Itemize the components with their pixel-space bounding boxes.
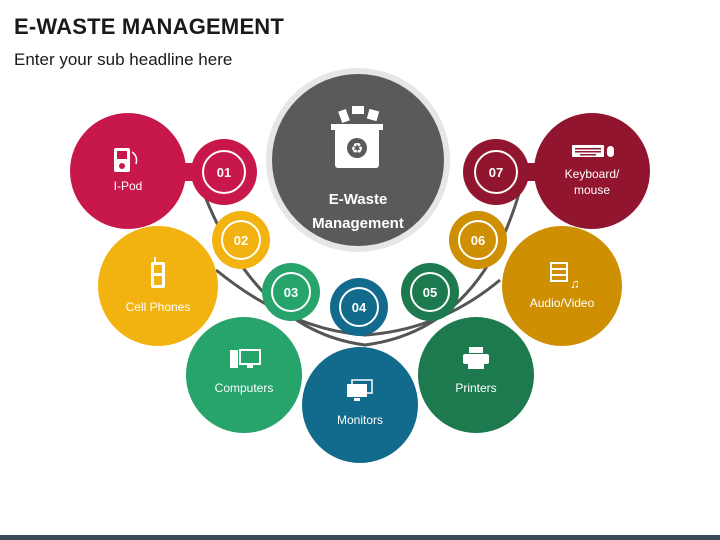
item-ipod: 01 I-Pod — [70, 113, 257, 229]
number-badge — [212, 211, 270, 269]
page-subtitle: Enter your sub headline here — [14, 50, 233, 69]
number-badge — [463, 139, 529, 205]
item-label: I-Pod — [114, 179, 143, 193]
number-label: 07 — [489, 165, 503, 180]
item-computers: 03 Computers — [186, 263, 320, 433]
item-circle — [502, 226, 622, 346]
item-keyboard-mouse: 07 Keyboard/ mouse — [463, 113, 650, 229]
number-badge — [449, 211, 507, 269]
center-label-line2: Management — [312, 215, 404, 232]
item-label: Monitors — [337, 413, 383, 427]
bottom-bar — [0, 535, 720, 540]
number-label: 06 — [471, 233, 485, 248]
item-circle — [302, 347, 418, 463]
number-badge — [191, 139, 257, 205]
item-label: Audio/Video — [530, 296, 595, 310]
ipod-icon — [114, 148, 138, 172]
center-node: ♻ E-Waste Management — [266, 68, 450, 252]
number-badge — [262, 263, 320, 321]
item-cell-phones: 02 Cell Phones — [98, 211, 270, 346]
item-audio-video: 06 ♫ Audio/Video — [449, 211, 622, 346]
item-label: Printers — [455, 381, 496, 395]
number-badge — [330, 278, 388, 336]
number-badge — [401, 263, 459, 321]
item-monitors: 04 Monitors — [302, 278, 418, 463]
number-label: 05 — [423, 285, 437, 300]
center-label-line1: E-Waste — [329, 191, 388, 208]
item-printers: 05 Printers — [401, 263, 534, 433]
page-title: E-WASTE MANAGEMENT — [14, 14, 285, 39]
svg-text:♻: ♻ — [351, 140, 364, 156]
number-label: 03 — [284, 285, 298, 300]
monitor-icon — [347, 379, 373, 401]
printer-icon — [463, 347, 489, 369]
item-circle — [534, 113, 650, 229]
item-label-line2: mouse — [574, 183, 610, 197]
audio-video-icon: ♫ — [550, 262, 580, 291]
number-label: 02 — [234, 233, 248, 248]
number-label: 04 — [352, 300, 367, 315]
item-circle — [186, 317, 302, 433]
svg-text:♫: ♫ — [570, 276, 580, 291]
item-circle — [418, 317, 534, 433]
number-label: 01 — [217, 165, 231, 180]
item-label: Cell Phones — [126, 300, 191, 314]
recycle-bin-icon: ♻ — [331, 106, 383, 168]
item-label: Computers — [215, 381, 274, 395]
keyboard-mouse-icon — [572, 145, 614, 157]
computer-icon — [230, 349, 261, 368]
item-label-line1: Keyboard/ — [565, 167, 620, 181]
cell-phone-icon — [151, 257, 165, 288]
